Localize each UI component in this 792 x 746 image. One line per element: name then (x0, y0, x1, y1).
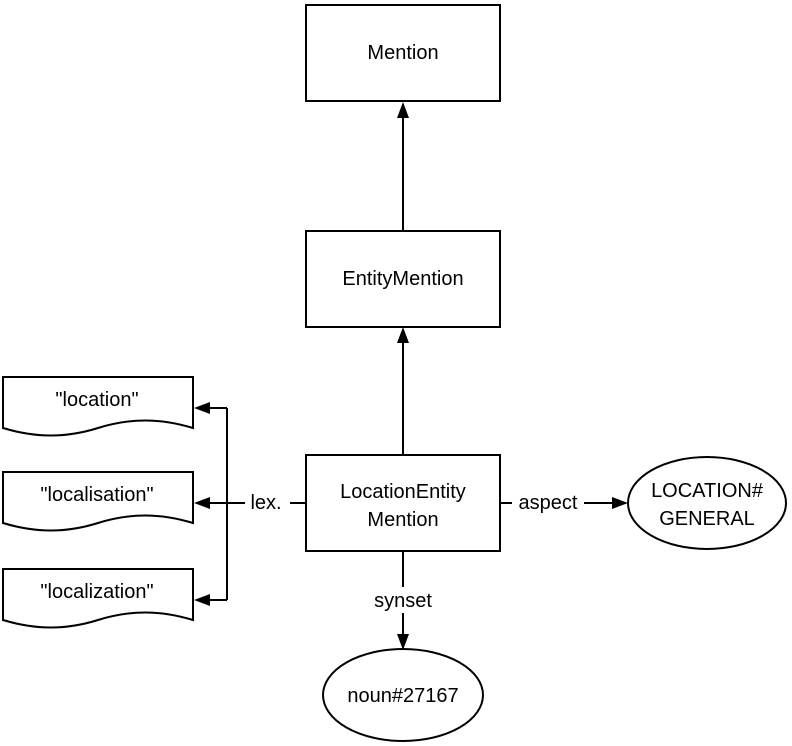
node-lex-location-label: "location" (55, 389, 138, 411)
edge-synset: synset (365, 552, 441, 650)
edge-locationentitymention-to-entitymention (397, 327, 409, 455)
node-lex-location: "location" (2, 376, 194, 437)
edge-label-lex: lex. (250, 492, 281, 514)
node-entity-mention-label: EntityMention (342, 268, 463, 290)
node-lex-localization: "localization" (2, 568, 194, 629)
edge-aspect: aspect (500, 489, 628, 515)
node-noun-synset-label: noun#27167 (347, 685, 458, 707)
node-location-general-label-line1: LOCATION# (651, 480, 764, 502)
node-lex-localisation-label: "localisation" (40, 484, 153, 506)
node-location-entity-mention: LocationEntity Mention (305, 454, 501, 552)
node-location-entity-mention-label-line1: LocationEntity (340, 481, 466, 503)
node-location-general-label-line2: GENERAL (659, 508, 755, 530)
node-lex-localization-label: "localization" (40, 581, 153, 603)
node-location-entity-mention-label-line2: Mention (367, 509, 438, 531)
edge-label-synset: synset (374, 590, 432, 612)
node-lex-localisation: "localisation" (2, 471, 194, 532)
node-location-general: LOCATION# GENERAL (627, 456, 787, 550)
edge-entitymention-to-mention (397, 102, 409, 230)
node-entity-mention: EntityMention (305, 230, 501, 328)
node-mention-label: Mention (367, 42, 438, 64)
edge-lex: lex. (194, 402, 305, 606)
edge-label-aspect: aspect (519, 492, 578, 514)
node-noun-synset: noun#27167 (322, 648, 484, 742)
node-mention: Mention (305, 4, 501, 102)
